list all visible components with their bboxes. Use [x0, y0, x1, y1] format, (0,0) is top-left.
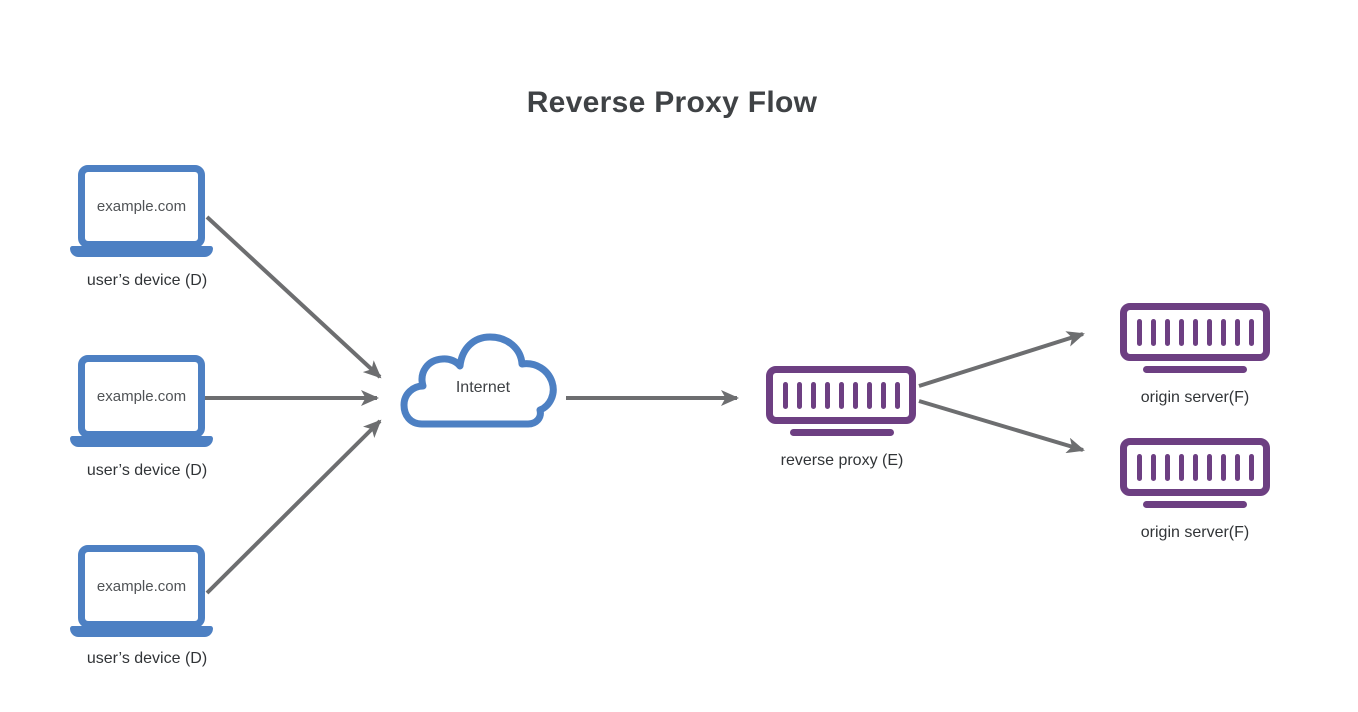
server-vent	[1178, 453, 1184, 481]
server-vent	[1150, 453, 1156, 481]
server-vent	[1136, 453, 1142, 481]
laptop-icon: example.com	[78, 545, 205, 628]
server-vent	[1164, 318, 1170, 346]
server-vent	[852, 381, 858, 409]
server-vent	[866, 381, 872, 409]
device-caption: user’s device (D)	[86, 462, 208, 479]
laptop-base-icon	[70, 246, 213, 257]
arrow-device1-to-internet	[205, 215, 382, 379]
arrow-proxy-to-origin2	[918, 399, 1085, 454]
laptop-icon: example.com	[78, 355, 205, 438]
server-vent	[1206, 453, 1212, 481]
laptop-base-icon	[70, 436, 213, 447]
server-icon	[766, 366, 916, 424]
server-base-icon	[1143, 366, 1247, 373]
server-vent	[1248, 453, 1254, 481]
server-base-icon	[790, 429, 894, 436]
server-icon	[1120, 438, 1270, 496]
server-vent	[1220, 318, 1226, 346]
server-vent	[1206, 318, 1212, 346]
server-vent	[824, 381, 830, 409]
server-vent	[1150, 318, 1156, 346]
server-vent	[880, 381, 886, 409]
arrow-device3-to-internet	[205, 419, 382, 595]
server-vent	[782, 381, 788, 409]
server-vent	[1220, 453, 1226, 481]
server-vent	[1164, 453, 1170, 481]
laptop-base-icon	[70, 626, 213, 637]
laptop-icon: example.com	[78, 165, 205, 248]
server-vent	[810, 381, 816, 409]
cloud-icon	[398, 328, 568, 432]
device-caption: user’s device (D)	[86, 650, 208, 667]
server-vent	[1234, 453, 1240, 481]
server-vent	[1136, 318, 1142, 346]
server-vent	[1248, 318, 1254, 346]
server-vent	[894, 381, 900, 409]
server-vent	[796, 381, 802, 409]
server-icon	[1120, 303, 1270, 361]
origin-server-caption: origin server(F)	[1140, 389, 1250, 406]
reverse-proxy-caption: reverse proxy (E)	[780, 452, 904, 469]
origin-server-caption: origin server(F)	[1140, 524, 1250, 541]
arrow-proxy-to-origin1	[918, 331, 1085, 388]
server-vent	[1178, 318, 1184, 346]
server-vent	[838, 381, 844, 409]
device-screen-label: example.com	[96, 388, 187, 405]
server-vent	[1192, 453, 1198, 481]
device-screen-label: example.com	[96, 578, 187, 595]
device-caption: user’s device (D)	[86, 272, 208, 289]
diagram-title: Reverse Proxy Flow	[526, 86, 818, 119]
server-vent	[1192, 318, 1198, 346]
internet-label: Internet	[455, 379, 511, 396]
server-base-icon	[1143, 501, 1247, 508]
server-vent	[1234, 318, 1240, 346]
device-screen-label: example.com	[96, 198, 187, 215]
